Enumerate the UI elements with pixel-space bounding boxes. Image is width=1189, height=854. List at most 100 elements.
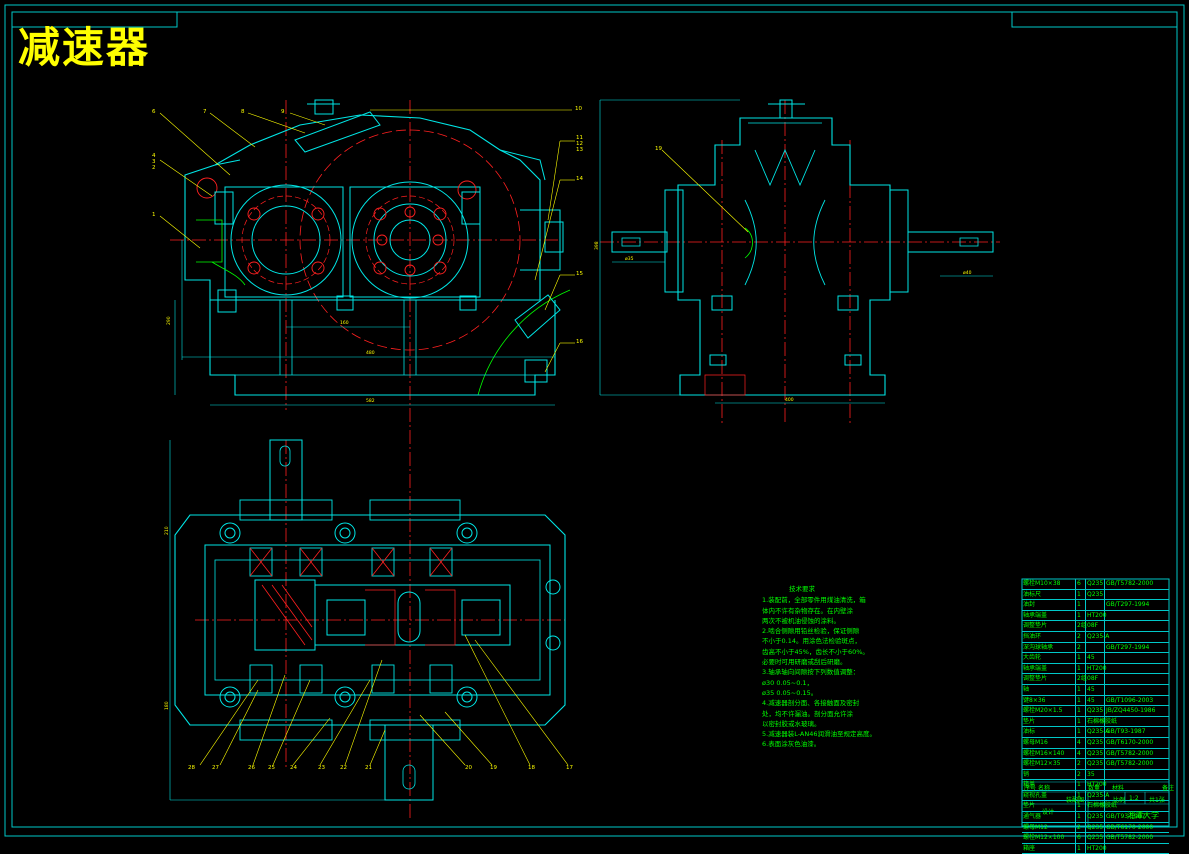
bom-cell: GB/T5782-2000: [1106, 760, 1154, 768]
title-frame-box: [11, 11, 178, 28]
part-label-13: 13: [576, 147, 583, 153]
part-label-6: 6: [152, 109, 156, 115]
bom-cell: [1105, 632, 1169, 642]
bom-cell: GB/T297-1994: [1106, 643, 1150, 651]
bom-cell: 45: [1086, 695, 1105, 706]
bom-cell: 螺母M12: [1022, 822, 1076, 833]
part-label-12: 12: [576, 141, 583, 147]
bom-cell: 2组: [1077, 674, 1087, 684]
bom-cell: [1105, 685, 1169, 695]
svg-text:ø40: ø40: [963, 270, 972, 276]
bom-cell: 油标: [1022, 727, 1076, 737]
bom-cell: Q235-A: [1087, 727, 1110, 737]
title-block-drawing-no: 装配图: [1066, 797, 1085, 804]
bom-cell: [1105, 674, 1169, 684]
side-view: ø35 ø40 400 398: [594, 99, 1000, 425]
bom-cell: 1: [1076, 727, 1086, 737]
bom-cell: [1105, 844, 1169, 854]
part-label-26: 26: [248, 765, 255, 771]
bom-cell: 6: [1076, 579, 1086, 589]
tech-note-line: 两次不被机油侵蚀的涂料。: [762, 616, 840, 625]
part-label-10: 10: [575, 106, 582, 112]
part-label-17: 17: [566, 765, 573, 771]
bom-cell: 深沟球轴承: [1022, 642, 1076, 653]
bom-cell: [1105, 611, 1169, 621]
bom-cell: 1: [1076, 843, 1086, 854]
bom-cell: GB/T5782-2000: [1106, 580, 1154, 587]
bom-cell: [1105, 621, 1169, 631]
technical-requirements: 技术要求 1.装配前，全部零件用煤油清洗，箱体内不许有杂物存在。在内壁涂两次不被…: [762, 584, 876, 750]
bom-cell: 1: [1076, 801, 1086, 812]
part-label-11: 11: [576, 135, 583, 141]
bom-cell: 1: [1076, 790, 1086, 801]
bom-cell: 1: [1076, 653, 1086, 663]
tech-note-line: 6.表面涂灰色油漆。: [762, 740, 821, 749]
bom-cell: 调整垫片: [1022, 621, 1076, 631]
title-block: 序号 名称 数量 材料 备注 装配图 比例 1:2 共1张 设计 湘潭大学: [1022, 782, 1174, 826]
part-label-25: 25: [268, 765, 275, 771]
tech-note-line: 2.啮合侧隙用铅丝检验，保证侧隙: [762, 627, 860, 636]
bom-cell: 挡油环: [1022, 631, 1076, 642]
bom-cell: 1: [1076, 695, 1086, 706]
part-label-1: 1: [152, 212, 156, 218]
part-label-24: 24: [290, 765, 297, 771]
bom-cell: Q235: [1087, 579, 1105, 589]
outer-frame: [4, 4, 1185, 837]
part-label-9: 9: [281, 109, 285, 115]
part-label-side-19: 19: [655, 146, 662, 152]
part-label-16: 16: [576, 339, 583, 345]
svg-text:160: 160: [340, 320, 349, 326]
bom-cell: 45: [1086, 684, 1105, 695]
bom-header-name: 名称: [1038, 785, 1051, 792]
bom-cell: 窥视孔盖: [1022, 790, 1076, 801]
bom-cell: 1: [1076, 600, 1086, 610]
front-view: 160 480 582 290: [166, 99, 571, 820]
bom-cell: GB/T5782-2000: [1106, 834, 1154, 842]
title-block-sheet: 共1张: [1149, 797, 1165, 804]
tech-note-line: 处，均不许漏油。剖分面允许涂: [762, 709, 853, 718]
bom-cell: 1: [1076, 589, 1086, 600]
bom-cell: [1105, 653, 1169, 663]
part-label-27: 27: [212, 765, 219, 771]
bom-cell: 轴承端盖: [1022, 610, 1076, 621]
svg-text:210: 210: [164, 526, 170, 535]
bom-cell: 大齿轮: [1022, 653, 1076, 663]
part-label-4: 4: [152, 153, 156, 159]
title-block-scale: 1:2: [1129, 795, 1139, 802]
svg-text:582: 582: [366, 398, 375, 404]
bom-cell: 1: [1076, 684, 1086, 695]
bom-cell: [1105, 664, 1169, 674]
bom-cell: HT200: [1087, 780, 1107, 790]
bom-cell: 箱盖: [1022, 780, 1076, 790]
bom-cell: 销: [1022, 769, 1076, 780]
bom-cell: GB/T1096-2003: [1106, 696, 1154, 704]
title-block-school: 湘潭大学: [1127, 811, 1159, 820]
bom-cell: 45: [1086, 653, 1105, 663]
bom-cell: Q235: [1087, 812, 1105, 822]
bom-cell: 调整垫片: [1022, 674, 1076, 684]
bom-cell: Q235: [1087, 748, 1105, 759]
bom-cell: 螺栓M20×1.5: [1022, 706, 1076, 716]
bom-cell: 油标尺: [1022, 589, 1076, 600]
drawing-title: 减速器: [18, 23, 151, 72]
bom-cell: 螺栓M16×140: [1022, 748, 1076, 759]
bom-cell: Q235: [1087, 706, 1105, 716]
title-block-scale-label: 比例: [1113, 797, 1126, 804]
bom-cell: 4: [1076, 737, 1086, 748]
bom-cell: 轴: [1022, 684, 1076, 695]
bom-header-index: 序号: [1024, 785, 1037, 792]
tech-note-line: 以密封胶或水玻璃。: [762, 719, 821, 728]
bom-cell: Q235: [1087, 589, 1105, 600]
bom-cell: 08F: [1086, 621, 1105, 631]
part-label-18: 18: [528, 765, 535, 771]
